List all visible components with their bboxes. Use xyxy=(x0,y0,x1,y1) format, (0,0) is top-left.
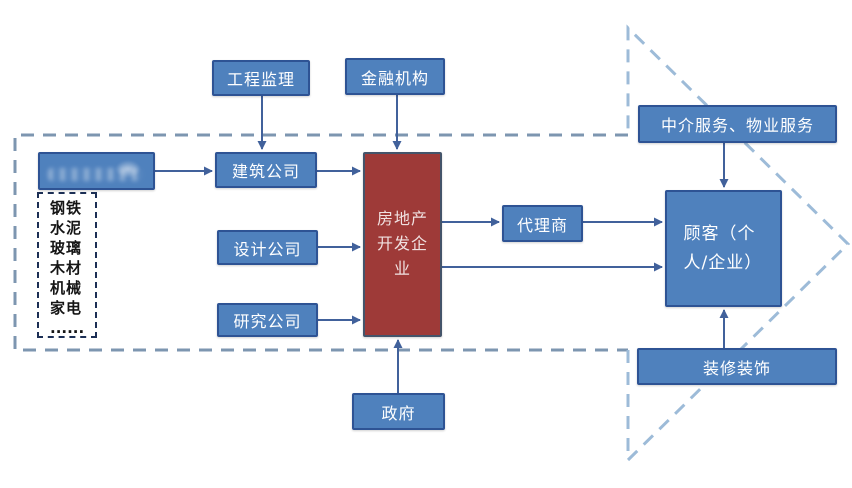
node-engineering-supervision: 工程监理 xyxy=(212,60,310,96)
node-label: 设计公司 xyxy=(233,239,302,259)
node-label: 金融机构 xyxy=(360,68,429,88)
material-ellipsis: ...... xyxy=(50,318,85,337)
node-label: 顾客（个人/企业） xyxy=(683,224,763,273)
node-label: 政府 xyxy=(381,403,416,423)
materials-list: 钢铁 水泥 玻璃 木材 机械 家电 ...... xyxy=(37,192,97,338)
node-research-company: 研究公司 xyxy=(217,303,318,337)
node-decoration: 装修装饰 xyxy=(637,348,837,385)
material-item: 钢铁 xyxy=(50,199,83,217)
node-suppliers-blurred xyxy=(38,152,155,190)
node-label: 建筑公司 xyxy=(231,162,300,181)
node-label: 房地产开发企业 xyxy=(376,209,428,278)
material-item: 水泥 xyxy=(50,218,83,237)
node-label: 装修装饰 xyxy=(702,358,771,378)
dashed-arrow-head xyxy=(626,24,851,464)
node-intermediary-property-services: 中介服务、物业服务 xyxy=(638,105,837,143)
node-label: 代理商 xyxy=(516,215,568,235)
node-label: 工程监理 xyxy=(226,70,295,89)
node-construction-company: 建筑公司 xyxy=(215,152,317,188)
material-item: 家电 xyxy=(50,298,83,317)
material-item: 玻璃 xyxy=(50,238,83,257)
node-label: 研究公司 xyxy=(233,312,302,331)
node-government: 政府 xyxy=(352,393,445,430)
material-item: 机械 xyxy=(50,278,83,297)
material-item: 木材 xyxy=(50,258,83,277)
node-real-estate-developer: 房地产开发企业 xyxy=(363,152,442,337)
dashed-arrow-body xyxy=(13,133,628,352)
node-label: 中介服务、物业服务 xyxy=(660,116,814,135)
node-agent: 代理商 xyxy=(502,205,583,242)
node-design-company: 设计公司 xyxy=(217,230,318,265)
blurred-watermark-glyph xyxy=(115,160,141,178)
node-customer: 顾客（个人/企业） xyxy=(665,190,782,307)
node-financial-institutions: 金融机构 xyxy=(345,58,445,95)
